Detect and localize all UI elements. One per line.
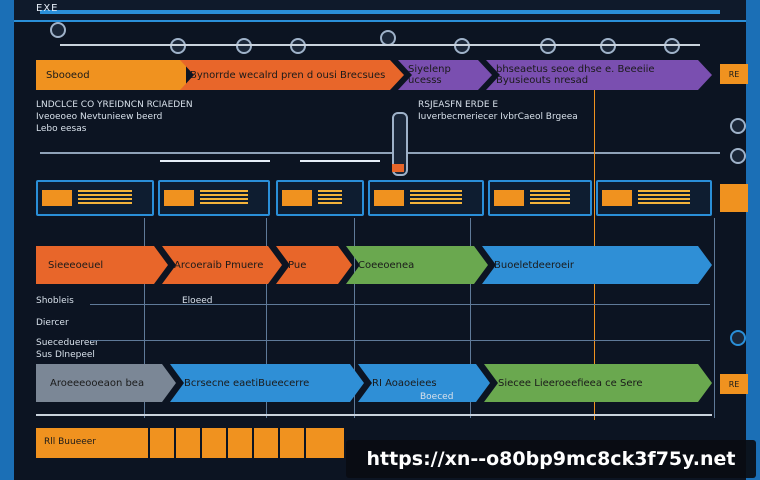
module-6[interactable] bbox=[596, 180, 712, 216]
timeline-cell[interactable] bbox=[280, 428, 306, 458]
cog-icon bbox=[50, 22, 66, 38]
module-1[interactable] bbox=[36, 180, 154, 216]
row2-segment-1-label: Aroeeeooeaon bea bbox=[50, 377, 145, 389]
row2-sub-label: Boeced bbox=[420, 392, 454, 402]
cog-icon bbox=[454, 38, 470, 54]
header-segment-1-label: Sbooeod bbox=[46, 69, 90, 81]
bus-segment-1[interactable]: Sieeeoeuel bbox=[36, 246, 168, 284]
timeline-cell[interactable] bbox=[228, 428, 254, 458]
bus-segment-3-label: Pue bbox=[288, 259, 307, 271]
bus-segment-3[interactable]: Pue bbox=[276, 246, 352, 284]
header-segment-3-label: Siyelenp ucesss bbox=[408, 64, 451, 86]
slider-handle-tip bbox=[392, 164, 404, 172]
slider-track-a bbox=[160, 160, 270, 162]
cog-icon bbox=[600, 38, 616, 54]
slider-track-b bbox=[300, 160, 380, 162]
header-segment-2-label: Bynorrde wecalrd pren d ousi Brecsues bbox=[190, 69, 386, 81]
row2-segment-4[interactable]: Siecee Lieeroeefieea ce Sere bbox=[484, 364, 712, 402]
cog-icon bbox=[664, 38, 680, 54]
header-segment-4[interactable]: bhseaetus seoe dhse e. Beeeiie Byusieout… bbox=[486, 60, 712, 90]
module-3[interactable] bbox=[276, 180, 364, 216]
cog-icon bbox=[170, 38, 186, 54]
window-title: EXE bbox=[36, 3, 59, 14]
timeline-cell[interactable] bbox=[176, 428, 202, 458]
info-left-2: Iveoeoeo Nevtunieew beerd bbox=[36, 112, 163, 122]
module-5[interactable] bbox=[488, 180, 592, 216]
bus-segment-5-label: Buoeletdeeroeir bbox=[494, 259, 575, 271]
bus-segment-4-label: Coeeoenea bbox=[358, 259, 415, 271]
label-b: Diercer bbox=[36, 318, 69, 328]
connector-line bbox=[354, 218, 355, 418]
bus-segment-1-label: Sieeeoeuel bbox=[48, 259, 104, 271]
cog-icon bbox=[236, 38, 252, 54]
module-side-tag bbox=[720, 184, 748, 212]
timeline-rail bbox=[36, 414, 712, 416]
timeline-cell[interactable] bbox=[202, 428, 228, 458]
left-frame bbox=[0, 0, 14, 480]
module-2[interactable] bbox=[158, 180, 270, 216]
header-segment-3[interactable]: Siyelenp ucesss bbox=[398, 60, 492, 90]
row2-segment-2[interactable]: Bcrsecne eaetiBueecerre bbox=[170, 364, 364, 402]
label-e: Eloeed bbox=[182, 296, 213, 306]
row2-segment-3-label: RI Aoaoeiees bbox=[372, 377, 437, 389]
cog-icon bbox=[730, 148, 746, 164]
label-a: Shobleis bbox=[36, 296, 74, 306]
top-rail bbox=[40, 10, 720, 14]
timeline-label: Rll Buueeer bbox=[44, 437, 97, 447]
row2-side-label: RE bbox=[728, 379, 740, 389]
header-segment-4-label: bhseaetus seoe dhse e. Beeeiie Byusieout… bbox=[496, 64, 655, 86]
cog-icon bbox=[290, 38, 306, 54]
info-mid-1: RSJEASFN ERDE E bbox=[418, 100, 499, 110]
cog-icon bbox=[730, 118, 746, 134]
slider-handle[interactable] bbox=[392, 112, 408, 176]
bus-segment-5[interactable]: Buoeletdeeroeir bbox=[482, 246, 712, 284]
upper-rail bbox=[60, 44, 700, 46]
row2-segment-2-label: Bcrsecne eaetiBueecerre bbox=[184, 377, 310, 389]
header-side-label: RE bbox=[728, 69, 740, 79]
connector-line bbox=[714, 218, 715, 418]
row2-segment-4-label: Siecee Lieeroeefieea ce Sere bbox=[498, 377, 643, 389]
timeline-cell-label[interactable]: Rll Buueeer bbox=[36, 428, 150, 458]
connector-line bbox=[470, 218, 471, 418]
bus-segment-4[interactable]: Coeeoenea bbox=[346, 246, 488, 284]
divider-line bbox=[90, 340, 710, 341]
info-mid-2: Iuverbecmeriecer IvbrCaeol Brgeea bbox=[418, 112, 578, 122]
module-4[interactable] bbox=[368, 180, 484, 216]
slider-rail[interactable] bbox=[40, 152, 720, 154]
connector-line bbox=[266, 218, 267, 418]
url-watermark: https://xn--o80bp9mc8ck3f75y.net bbox=[346, 440, 756, 478]
row2-side-tag: RE bbox=[720, 374, 748, 394]
timeline-cell[interactable] bbox=[150, 428, 176, 458]
row2-segment-3[interactable]: RI Aoaoeiees bbox=[358, 364, 490, 402]
label-c: Sueceduereer bbox=[36, 338, 99, 348]
divider-line bbox=[90, 304, 710, 305]
connector-line bbox=[144, 218, 145, 418]
timeline-cell[interactable] bbox=[306, 428, 346, 458]
bus-segment-2[interactable]: Arcoeraib Pmuere bbox=[162, 246, 282, 284]
info-left-1: LNDCLCE CO YREIDNCN RCIAEDEN bbox=[36, 100, 193, 110]
info-left-3: Lebo eesas bbox=[36, 124, 87, 134]
row2-segment-1[interactable]: Aroeeeooeaon bea bbox=[36, 364, 176, 402]
header-side-tag: RE bbox=[720, 64, 748, 84]
label-d: Sus Dlnepeel bbox=[36, 350, 95, 360]
bus-segment-2-label: Arcoeraib Pmuere bbox=[174, 259, 264, 271]
right-frame bbox=[746, 0, 760, 480]
header-segment-2[interactable]: Bynorrde wecalrd pren d ousi Brecsues bbox=[180, 60, 404, 90]
cog-icon bbox=[540, 38, 556, 54]
header-segment-1[interactable]: Sbooeod bbox=[36, 60, 186, 90]
status-indicator-icon[interactable] bbox=[730, 330, 746, 346]
timeline-cell[interactable] bbox=[254, 428, 280, 458]
